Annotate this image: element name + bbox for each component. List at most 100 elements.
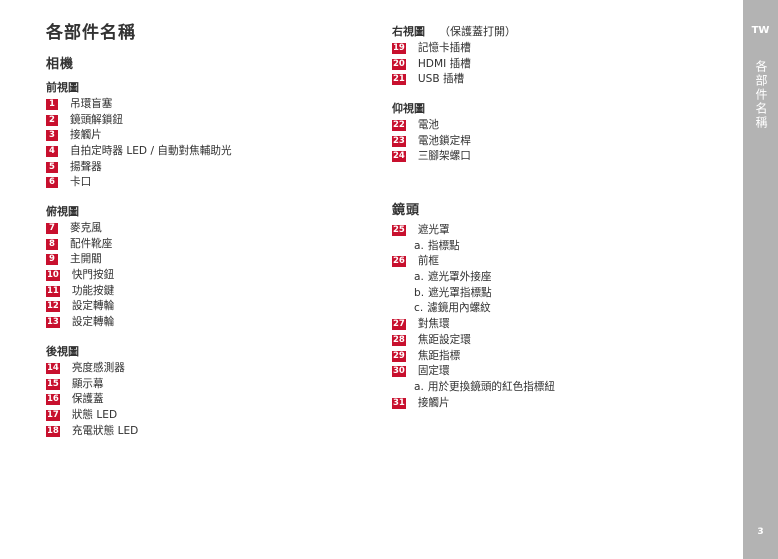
- item-text: 對焦環: [417, 318, 450, 331]
- item-text: 快門按鈕: [71, 269, 115, 282]
- item-number-badge: 26: [392, 256, 406, 268]
- item-text: 指標點: [427, 239, 460, 252]
- item-number-badge: 8: [46, 238, 58, 250]
- item-text: 電池: [417, 119, 440, 131]
- item-text: 吊環盲塞: [70, 98, 113, 110]
- list-item: 9 主開關: [46, 252, 114, 268]
- item-text: 電池鎖定桿: [417, 134, 471, 147]
- item-number-badge: 29: [392, 350, 406, 362]
- item-text: 三腳架螺口: [417, 150, 471, 163]
- list-item: 19 記憶卡插槽: [392, 41, 471, 57]
- item-text: 遮光罩: [417, 224, 450, 236]
- item-number-badge: 31: [392, 397, 406, 409]
- right-view-title-text: 右視圖: [392, 25, 425, 38]
- sidebar-vertical-title: 各部件名稱: [754, 60, 768, 130]
- list-item: 30 固定環: [392, 364, 555, 380]
- list-item: 5 揚聲器: [46, 160, 232, 176]
- rear-view-title: 後視圖: [46, 345, 79, 358]
- item-number-badge: 28: [392, 334, 406, 346]
- list-item: 24 三腳架螺口: [392, 149, 471, 165]
- item-number-badge: 12: [46, 301, 60, 313]
- list-item: 20 HDMI 插槽: [392, 57, 471, 73]
- list-item: a.指標點: [392, 239, 555, 255]
- list-item: c.濾鏡用內螺紋: [392, 301, 555, 317]
- item-number-badge: 21: [392, 74, 406, 86]
- item-number-badge: 3: [46, 130, 58, 142]
- item-text: 設定轉輪: [71, 316, 115, 329]
- item-number-badge: 19: [392, 43, 406, 54]
- item-number-badge: 20: [392, 58, 406, 70]
- item-number-badge: 16: [46, 394, 60, 406]
- item-number-badge: 15: [46, 378, 60, 390]
- item-number-badge: 10: [46, 270, 60, 282]
- right-view-title: 右視圖（保護蓋打開）: [392, 23, 516, 39]
- item-text: 接觸片: [70, 129, 102, 142]
- item-text: 前框: [417, 255, 440, 268]
- item-text: 記憶卡插槽: [417, 42, 471, 54]
- item-text: 設定轉輪: [71, 300, 115, 313]
- top-view-title: 俯視圖: [46, 205, 79, 218]
- list-item: 26 前框: [392, 254, 555, 270]
- item-number-badge: 7: [46, 223, 58, 234]
- item-text: 接觸片: [417, 396, 450, 409]
- language-tag: TW: [751, 25, 770, 36]
- item-text: 用於更換鏡頭的紅色指標紐: [427, 380, 555, 393]
- list-item: 31 接觸片: [392, 396, 555, 412]
- item-text: USB 插槽: [417, 73, 465, 86]
- list-item: 12 設定轉輪: [46, 299, 114, 315]
- item-text: 充電狀態 LED: [71, 424, 139, 437]
- item-text: 配件靴座: [70, 237, 113, 250]
- list-item: a.用於更換鏡頭的紅色指標紐: [392, 380, 555, 396]
- list-item: 29 焦距指標: [392, 349, 555, 365]
- item-number-badge: 17: [46, 410, 60, 422]
- item-text: 保護蓋: [71, 393, 104, 406]
- list-item: 1 吊環盲塞: [46, 97, 232, 113]
- list-item: 23 電池鎖定桿: [392, 134, 471, 150]
- item-number-badge: 6: [46, 177, 58, 189]
- list-item: b.遮光罩指標點: [392, 286, 555, 302]
- list-item: 15 顯示幕: [46, 377, 138, 393]
- list-item: 8 配件靴座: [46, 237, 114, 253]
- item-text: 顯示幕: [71, 377, 104, 390]
- item-text: 揚聲器: [70, 160, 102, 173]
- item-number-badge: 23: [392, 135, 406, 147]
- lens-section-title: 鏡頭: [392, 203, 421, 218]
- item-sub-letter: a.: [414, 271, 424, 284]
- list-item: a.遮光罩外接座: [392, 270, 555, 286]
- item-sub-letter: c.: [414, 302, 424, 315]
- item-number-badge: 1: [46, 99, 58, 110]
- item-number-badge: 22: [392, 120, 406, 131]
- list-item: 10 快門按鈕: [46, 268, 114, 284]
- item-text: 遮光罩外接座: [427, 271, 492, 284]
- list-item: 3 接觸片: [46, 128, 232, 144]
- list-item: 22 電池: [392, 118, 471, 134]
- sidebar: TW 各部件名稱 3: [743, 0, 778, 559]
- item-text: HDMI 插槽: [417, 57, 471, 70]
- item-number-badge: 5: [46, 161, 58, 173]
- item-number-badge: 4: [46, 146, 58, 158]
- list-item: 4 自拍定時器 LED / 自動對焦輔助光: [46, 144, 232, 160]
- item-text: 鏡頭解鎖鈕: [70, 113, 123, 126]
- item-number-badge: 9: [46, 254, 58, 266]
- item-text: 自拍定時器 LED / 自動對焦輔助光: [70, 145, 232, 158]
- item-sub-letter: a.: [414, 239, 424, 252]
- camera-section-title: 相機: [46, 57, 75, 72]
- item-text: 固定環: [417, 365, 450, 378]
- bottom-view-list: 22 電池 23 電池鎖定桿 24 三腳架螺口: [392, 118, 471, 165]
- item-text: 主開關: [70, 253, 102, 266]
- item-text: 狀態 LED: [71, 409, 118, 422]
- item-text: 麥克風: [70, 222, 102, 234]
- item-number-badge: 24: [392, 151, 406, 163]
- item-number-badge: 30: [392, 366, 406, 378]
- item-text: 焦距指標: [417, 349, 461, 362]
- right-view-list: 19 記憶卡插槽 20 HDMI 插槽 21 USB 插槽: [392, 41, 471, 88]
- item-text: 卡口: [70, 176, 92, 189]
